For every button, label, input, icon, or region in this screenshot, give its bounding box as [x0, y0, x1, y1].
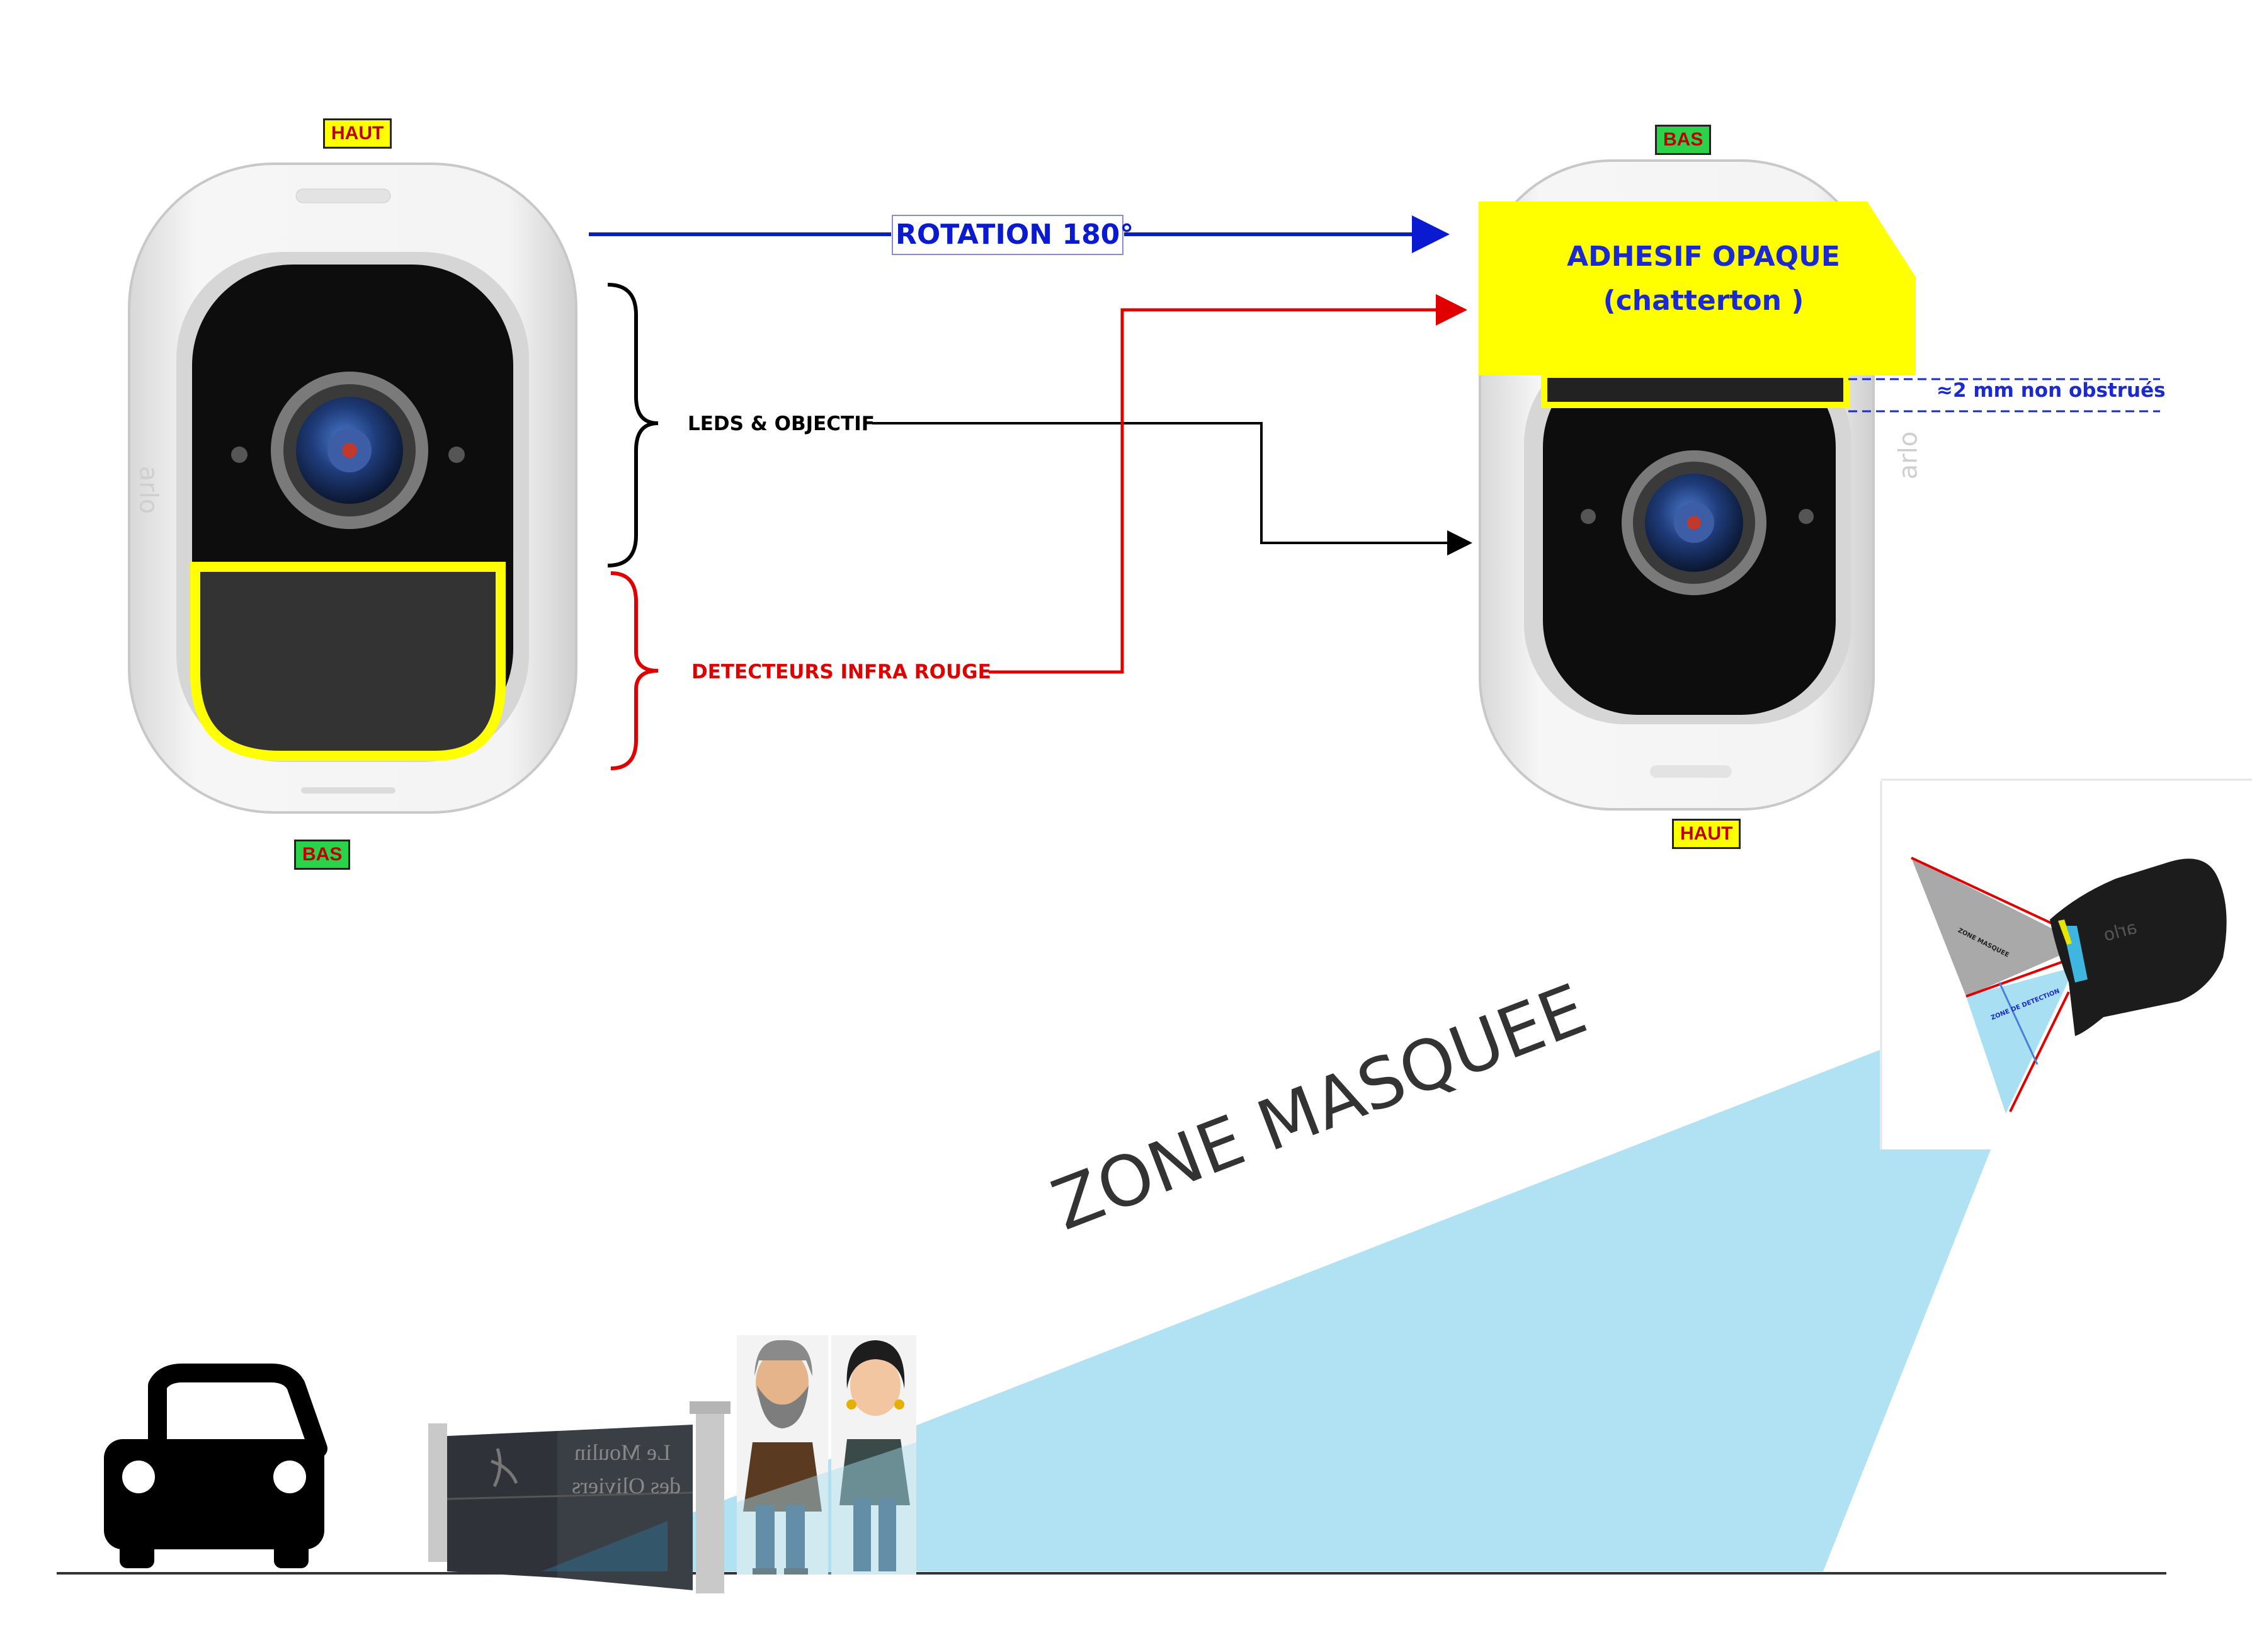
- ir-brace: [610, 571, 659, 770]
- unobstructed-label: ≈2 mm non obstrués: [1936, 379, 2166, 402]
- right-bottom-label: HAUT: [1672, 819, 1741, 849]
- leds-connector: [872, 422, 1472, 555]
- left-bottom-label: BAS: [294, 840, 351, 870]
- left-top-label: HAUT: [323, 118, 392, 149]
- adhesive-label-line2: (chatterton ): [1603, 285, 1804, 317]
- side-camera: [1880, 778, 2252, 1149]
- adhesive-label-line1: ADHESIF OPAQUE: [1567, 241, 1840, 273]
- gate-text-line2: des Oliviers: [572, 1473, 681, 1498]
- man-icon: [737, 1335, 828, 1575]
- rotation-label: ROTATION 180°: [896, 219, 1134, 251]
- left-camera-brand: arlo: [134, 465, 163, 515]
- right-top-label: BAS: [1655, 125, 1712, 155]
- right-camera: [1479, 159, 1916, 811]
- left-camera: [128, 162, 577, 814]
- woman-icon: [831, 1335, 916, 1575]
- leds-brace: [607, 283, 659, 567]
- leds-label: LEDS & OBJECTIF: [688, 413, 875, 435]
- ir-detector-highlight: [190, 562, 506, 761]
- adhesive-tape: [1479, 202, 1916, 375]
- car-icon: [104, 1364, 327, 1568]
- gate-text-line1: Le Moulin: [574, 1440, 671, 1465]
- right-camera-brand: arlo: [1894, 431, 1923, 480]
- ir-connector: [989, 294, 1467, 674]
- gate-icon: [428, 1401, 731, 1593]
- ir-label: DETECTEURS INFRA ROUGE: [691, 661, 991, 683]
